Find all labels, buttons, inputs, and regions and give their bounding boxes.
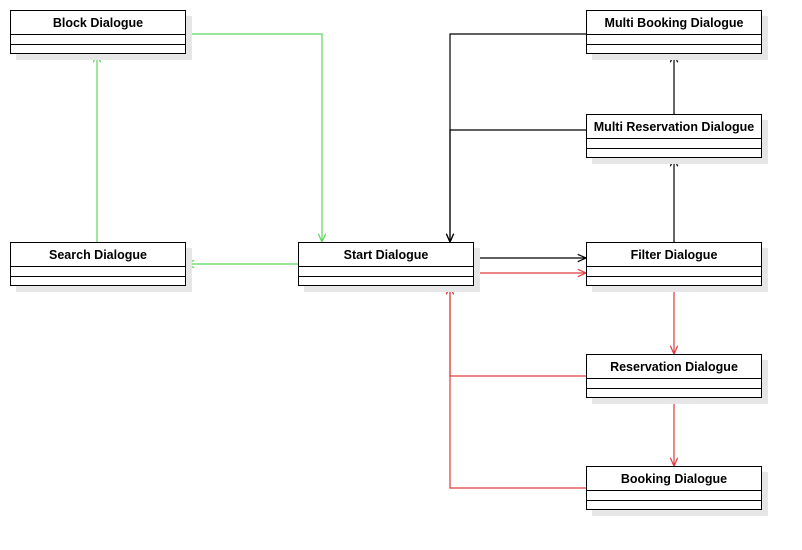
methods-compartment: [587, 277, 761, 285]
attributes-compartment: [299, 267, 473, 277]
connector-line: [449, 286, 586, 489]
arrowhead: [445, 284, 455, 295]
attributes-compartment: [587, 35, 761, 45]
attributes-compartment: [587, 139, 761, 149]
class-name: Block Dialogue: [11, 11, 185, 35]
class-name: Search Dialogue: [11, 243, 185, 267]
connector-filter-to-multi_reservation: [669, 156, 679, 242]
class-name: Reservation Dialogue: [587, 355, 761, 379]
class-name: Multi Reservation Dialogue: [587, 115, 761, 139]
class-multi-reservation-dialogue[interactable]: Multi Reservation Dialogue: [586, 114, 762, 158]
connector-multi_booking-to-start: [445, 33, 586, 244]
methods-compartment: [299, 277, 473, 285]
class-name: Start Dialogue: [299, 243, 473, 267]
attributes-compartment: [11, 267, 185, 277]
arrowhead: [184, 259, 195, 269]
connector-line: [449, 129, 586, 242]
connector-reservation-to-start: [445, 284, 586, 377]
attributes-compartment: [11, 35, 185, 45]
connector-block-to-start: [186, 33, 327, 244]
attributes-compartment: [587, 379, 761, 389]
attributes-compartment: [587, 267, 761, 277]
attributes-compartment: [587, 491, 761, 501]
class-start-dialogue[interactable]: Start Dialogue: [298, 242, 474, 286]
class-name: Filter Dialogue: [587, 243, 761, 267]
methods-compartment: [587, 45, 761, 53]
connector-line: [186, 33, 323, 242]
class-name: Multi Booking Dialogue: [587, 11, 761, 35]
class-multi-booking-dialogue[interactable]: Multi Booking Dialogue: [586, 10, 762, 54]
arrowhead: [92, 52, 102, 63]
connector-start-to-filter: [476, 268, 588, 278]
methods-compartment: [587, 149, 761, 157]
connector-filter-to-reservation: [669, 286, 679, 356]
connector-layer: [92, 33, 679, 489]
connector-line: [449, 33, 586, 242]
connector-search-to-block: [92, 52, 102, 242]
class-reservation-dialogue[interactable]: Reservation Dialogue: [586, 354, 762, 398]
class-search-dialogue[interactable]: Search Dialogue: [10, 242, 186, 286]
class-booking-dialogue[interactable]: Booking Dialogue: [586, 466, 762, 510]
connector-reservation-to-booking: [669, 398, 679, 468]
connector-multi_reservation-to-multi_booking: [669, 52, 679, 114]
arrowhead: [669, 156, 679, 167]
connector-line: [449, 286, 586, 377]
connector-start-to-search: [184, 259, 298, 269]
methods-compartment: [587, 501, 761, 509]
class-name: Booking Dialogue: [587, 467, 761, 491]
connector-start-to-filter: [476, 253, 588, 263]
methods-compartment: [11, 45, 185, 53]
connector-booking-to-start: [445, 284, 586, 489]
arrowhead: [669, 52, 679, 63]
methods-compartment: [11, 277, 185, 285]
connector-multi_reservation-to-start: [445, 129, 586, 244]
methods-compartment: [587, 389, 761, 397]
class-filter-dialogue[interactable]: Filter Dialogue: [586, 242, 762, 286]
class-block-dialogue[interactable]: Block Dialogue: [10, 10, 186, 54]
